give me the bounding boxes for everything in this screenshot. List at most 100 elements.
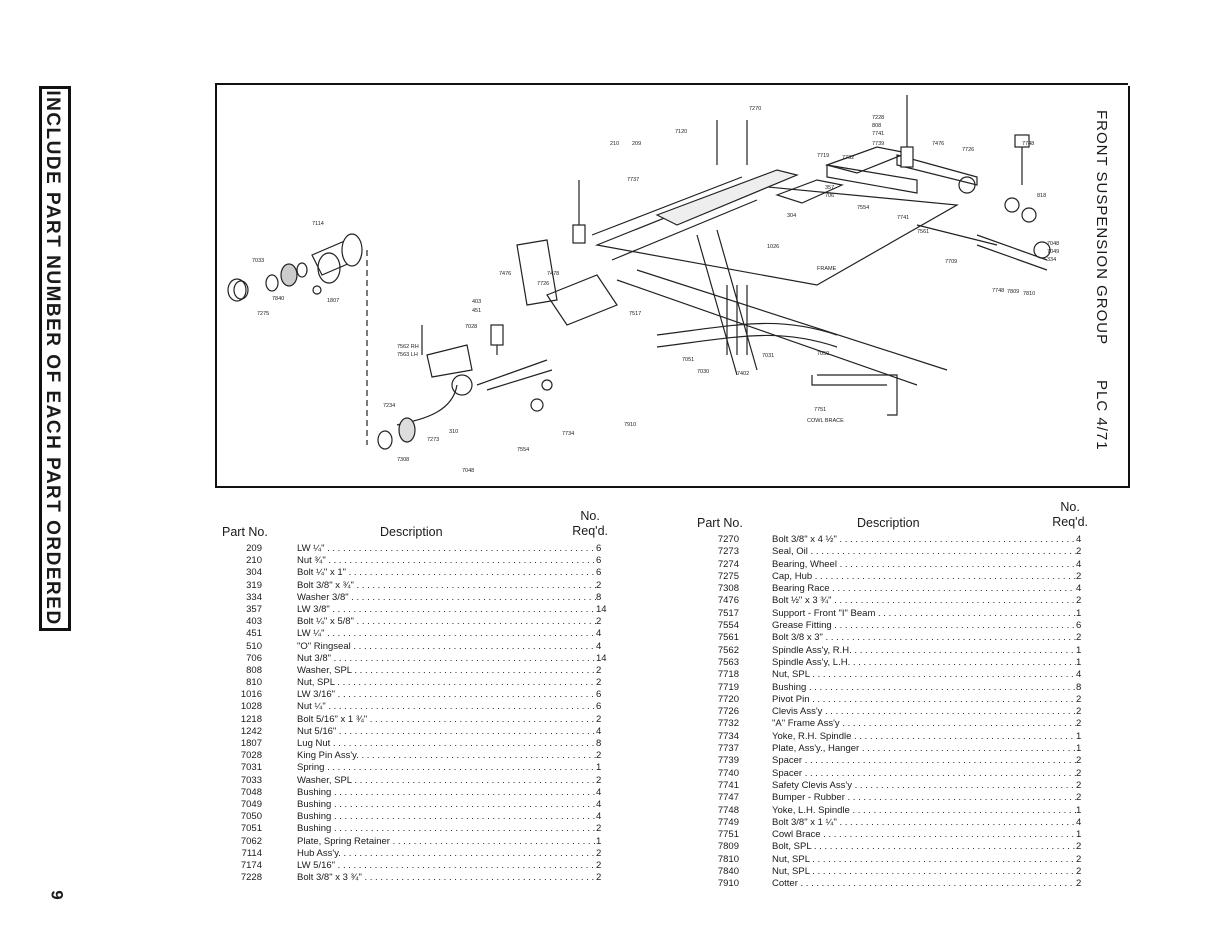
callout-818: 818 bbox=[1037, 193, 1046, 199]
callout-7726: 7726 bbox=[962, 147, 974, 153]
table-row: 7050Bushing4 bbox=[222, 811, 612, 824]
table-row: 451 LW ¼"4 bbox=[222, 628, 612, 641]
callout-7734: 7734 bbox=[562, 431, 574, 437]
part-description: Washer, SPL bbox=[297, 665, 602, 677]
part-number: 7840 bbox=[717, 866, 739, 878]
part-description: Spindle Ass'y, L.H. bbox=[772, 657, 1082, 669]
instruction-banner: INCLUDE PART NUMBER OF EACH PART ORDERED bbox=[42, 90, 63, 626]
part-description: Bolt 3/8" x 4 ½" bbox=[772, 534, 1082, 546]
part-description: Safety Clevis Ass'y bbox=[772, 780, 1082, 792]
callout-7048: 7048 bbox=[1047, 241, 1059, 247]
part-number: 7273 bbox=[717, 546, 739, 558]
callout-403: 403 bbox=[472, 299, 481, 305]
part-number: 7562 bbox=[717, 644, 739, 656]
callout-7478: 7478 bbox=[547, 271, 559, 277]
table-row: 7739Spacer2 bbox=[697, 755, 1092, 768]
part-number: 7726 bbox=[717, 706, 739, 718]
part-number: 451 bbox=[246, 628, 262, 640]
part-description: Cap, Hub bbox=[772, 571, 1082, 583]
part-description: LW ¼" bbox=[297, 628, 602, 640]
part-description: Clevis Ass'y bbox=[772, 706, 1082, 718]
part-description: Yoke, R.H. Spindle bbox=[772, 731, 1082, 743]
callout-7726b: 7726 bbox=[537, 281, 549, 287]
quantity-required: 4 bbox=[1076, 669, 1088, 682]
quantity-required: 2 bbox=[596, 664, 608, 678]
quantity-required: 2 bbox=[1076, 755, 1088, 768]
quantity-required: 2 bbox=[596, 713, 608, 726]
quantity-required: 2 bbox=[1076, 853, 1088, 867]
part-description: King Pin Ass'y. bbox=[297, 750, 602, 762]
quantity-required: 2 bbox=[1076, 878, 1088, 891]
quantity-required: 4 bbox=[596, 640, 608, 653]
part-description: Bearing Race bbox=[772, 583, 1082, 595]
part-number: 510 bbox=[246, 640, 262, 652]
callout-7234: 7234 bbox=[383, 403, 395, 409]
callout-7308: 7308 bbox=[397, 457, 409, 463]
bolts-drawing bbox=[490, 95, 1030, 355]
callout-357: 357 bbox=[825, 185, 834, 191]
quantity-required: 1 bbox=[1076, 743, 1088, 756]
part-number: 7720 bbox=[717, 693, 739, 705]
part-number: 7114 bbox=[241, 847, 262, 859]
part-description: LW ¼" bbox=[297, 543, 602, 555]
part-description: "O" Ringseal bbox=[297, 641, 602, 653]
quantity-required: 4 bbox=[1076, 816, 1088, 830]
callout-7748: 7748 bbox=[1022, 141, 1034, 147]
header-req: No.Req'd. bbox=[1052, 500, 1088, 529]
part-description: Spring bbox=[297, 762, 602, 774]
table-header: Part No. Description No.Req'd. bbox=[697, 496, 1092, 534]
part-number: 1016 bbox=[240, 689, 262, 701]
callout-7051: 7051 bbox=[682, 357, 694, 363]
quantity-required: 14 bbox=[596, 652, 608, 665]
callout-7120: 7120 bbox=[675, 129, 687, 135]
header-req: No.Req'd. bbox=[572, 509, 608, 538]
instruction-banner-box bbox=[39, 86, 71, 631]
callout-210: 210 bbox=[610, 141, 619, 147]
part-number: 403 bbox=[246, 616, 262, 628]
part-description: Grease Fitting bbox=[772, 620, 1082, 632]
callout-7810: 7810 bbox=[1023, 291, 1035, 297]
quantity-required: 2 bbox=[1076, 779, 1088, 793]
quantity-required: 4 bbox=[596, 786, 608, 799]
table-row: 7740Spacer2 bbox=[697, 767, 1092, 780]
callout-7840: 7840 bbox=[272, 296, 284, 302]
header-description: Description bbox=[380, 525, 443, 539]
callout-7719: 7719 bbox=[817, 153, 829, 159]
callout-7031: 7031 bbox=[762, 353, 774, 359]
part-description: Nut, SPL bbox=[297, 677, 602, 689]
quantity-required: 1 bbox=[1076, 644, 1088, 657]
part-number: 7739 bbox=[717, 755, 739, 767]
callout-7050: 7050 bbox=[817, 351, 829, 357]
quantity-required: 2 bbox=[1076, 767, 1088, 780]
frame-label: FRAME bbox=[817, 266, 837, 272]
table-row: 7910Cotter2 bbox=[697, 878, 1092, 891]
suspension-drawing: FRAME COWL BRACE 7270 7228 808 7741 7739… bbox=[227, 95, 1059, 474]
part-description: Cotter bbox=[772, 878, 1082, 890]
part-number: 1218 bbox=[240, 713, 262, 725]
part-number: 7748 bbox=[717, 804, 739, 816]
callout-1026: 1026 bbox=[767, 244, 779, 250]
page-number: 9 bbox=[47, 890, 67, 900]
quantity-required: 4 bbox=[596, 811, 608, 824]
callout-7748b: 7748 bbox=[992, 288, 1004, 294]
callout-7517: 7517 bbox=[629, 311, 641, 317]
quantity-required: 4 bbox=[596, 628, 608, 641]
quantity-required: 2 bbox=[596, 872, 608, 885]
callout-numbers: 7270 7228 808 7741 7739 7476 7726 210 20… bbox=[252, 106, 1059, 474]
